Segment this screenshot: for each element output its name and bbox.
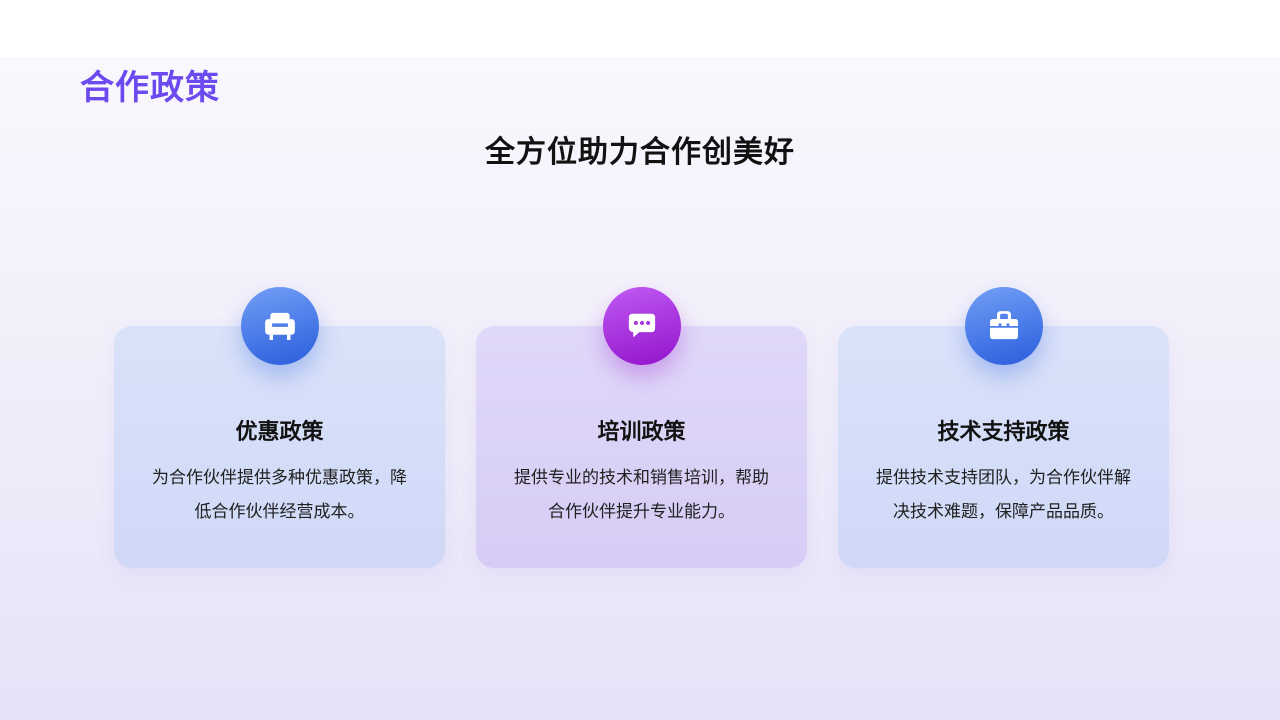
page-title: 合作政策 <box>80 69 220 107</box>
chat-dots-icon <box>602 287 681 365</box>
card-tech-support-policy: 技术支持政策 提供技术支持团队，为合作伙伴解决技术难题，保障产品品质。 <box>838 287 1169 568</box>
cards-row: 优惠政策 为合作伙伴提供多种优惠政策，降低合作伙伴经营成本。 培训政策 提供专业… <box>114 287 1169 568</box>
slide-heading: 全方位助力合作创美好 <box>485 136 795 169</box>
sofa-icon <box>240 287 319 365</box>
card-discount-policy: 优惠政策 为合作伙伴提供多种优惠政策，降低合作伙伴经营成本。 <box>114 287 445 568</box>
card-body: 提供专业的技术和销售培训，帮助合作伙伴提升专业能力。 <box>514 468 769 521</box>
briefcase-icon <box>964 287 1043 365</box>
card-body: 提供技术支持团队，为合作伙伴解决技术难题，保障产品品质。 <box>876 468 1131 521</box>
card-training-policy: 培训政策 提供专业的技术和销售培训，帮助合作伙伴提升专业能力。 <box>476 287 807 568</box>
card-title: 技术支持政策 <box>937 419 1070 444</box>
card-body: 为合作伙伴提供多种优惠政策，降低合作伙伴经营成本。 <box>152 468 407 521</box>
card-title: 优惠政策 <box>235 419 324 444</box>
card-title: 培训政策 <box>597 419 686 444</box>
top-white-bar <box>0 0 1280 57</box>
